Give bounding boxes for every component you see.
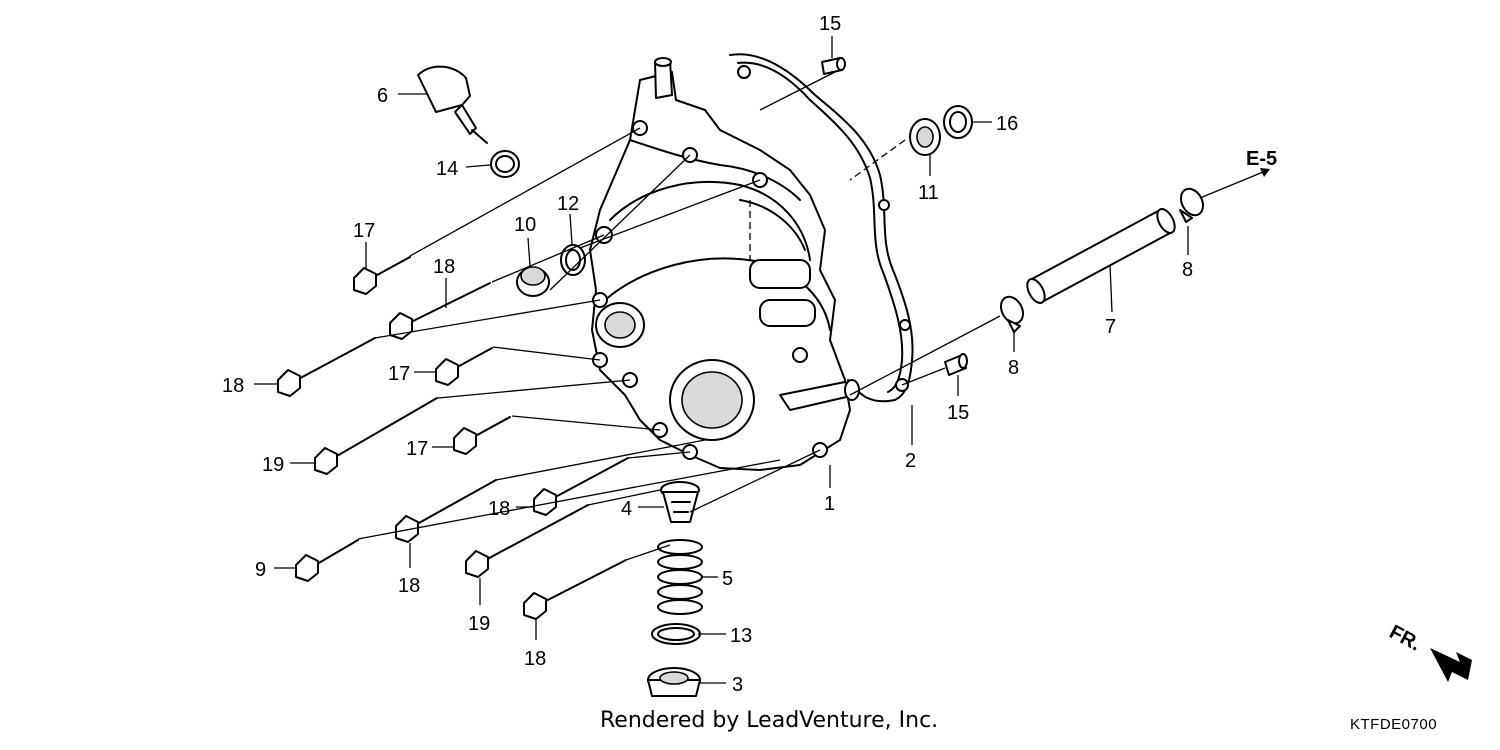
bolt-17-upper: [353, 256, 411, 295]
callout-11: 11: [918, 182, 939, 204]
callout-19-b: 19: [468, 613, 490, 635]
dowel-pin-right: [944, 353, 968, 376]
callout-10: 10: [514, 214, 536, 236]
oil-seal-part-11: [909, 118, 941, 156]
bolt-17-middle: [435, 347, 493, 386]
callout-17-middle: 17: [388, 363, 410, 385]
o-ring-part-14: [490, 150, 520, 178]
callout-18-b: 18: [222, 375, 244, 397]
callout-13: 13: [730, 625, 752, 647]
callout-16: 16: [996, 113, 1018, 135]
callout-8-upper: 8: [1182, 259, 1193, 281]
bolt-18-d: [395, 479, 497, 543]
dipstick-part-6: [417, 65, 488, 144]
hose-part-7: [1026, 208, 1176, 304]
hose-clamp-lower: [999, 295, 1025, 333]
callout-4: 4: [621, 498, 632, 520]
callout-15-top: 15: [819, 13, 841, 35]
callout-2: 2: [905, 450, 916, 472]
hose-clamp-upper: [1179, 187, 1205, 223]
assembly-lines: [357, 71, 1270, 561]
callout-15-right: 15: [947, 402, 969, 424]
callout-leaders: [254, 36, 1189, 684]
bolt-18-e: [523, 559, 627, 620]
callout-labels: 1 2 3 4 5 6 7 8 8 9 10 11 12 13 14 15 15…: [222, 13, 1193, 696]
bolt-9: [295, 539, 359, 582]
callout-9: 9: [255, 559, 266, 581]
callout-18-a: 18: [433, 256, 455, 278]
spring-part-5: [657, 539, 703, 615]
callout-5: 5: [722, 568, 733, 590]
bolt-18-a: [389, 282, 491, 340]
crankcase-cover-part-1: [589, 57, 860, 471]
callout-1: 1: [824, 493, 835, 515]
strainer-part-4: [660, 481, 700, 523]
render-credit: Rendered by LeadVenture, Inc.: [600, 708, 939, 733]
callout-17-lower: 17: [406, 438, 428, 460]
reference-label-e5: E-5: [1246, 148, 1277, 170]
callout-19-a: 19: [262, 454, 284, 476]
diagram-code: KTFDE0700: [1350, 716, 1438, 733]
bolt-18-c: [533, 457, 629, 516]
callout-17-upper: 17: [353, 220, 375, 242]
seal-ring-part-16: [943, 105, 973, 139]
callout-7: 7: [1105, 316, 1116, 338]
bolt-18-b: [277, 337, 376, 397]
bolt-19-b: [465, 504, 589, 578]
callout-18-c: 18: [488, 498, 510, 520]
front-direction-arrow: FR.: [1386, 621, 1472, 682]
direction-label-fr: FR.: [1386, 621, 1425, 656]
callout-8-lower: 8: [1008, 357, 1019, 379]
callout-3: 3: [732, 674, 743, 696]
plug-part-10: [516, 266, 550, 297]
callout-18-d: 18: [398, 575, 420, 597]
bolt-17-lower: [453, 416, 511, 455]
callout-18-e: 18: [524, 648, 546, 670]
bolt-19-a: [314, 397, 438, 475]
callout-14: 14: [436, 158, 458, 180]
drain-cap-part-3: [647, 667, 701, 697]
callout-6: 6: [377, 85, 388, 107]
o-ring-part-13: [651, 623, 701, 645]
callout-12: 12: [557, 193, 579, 215]
dowel-pin-top: [821, 57, 846, 75]
